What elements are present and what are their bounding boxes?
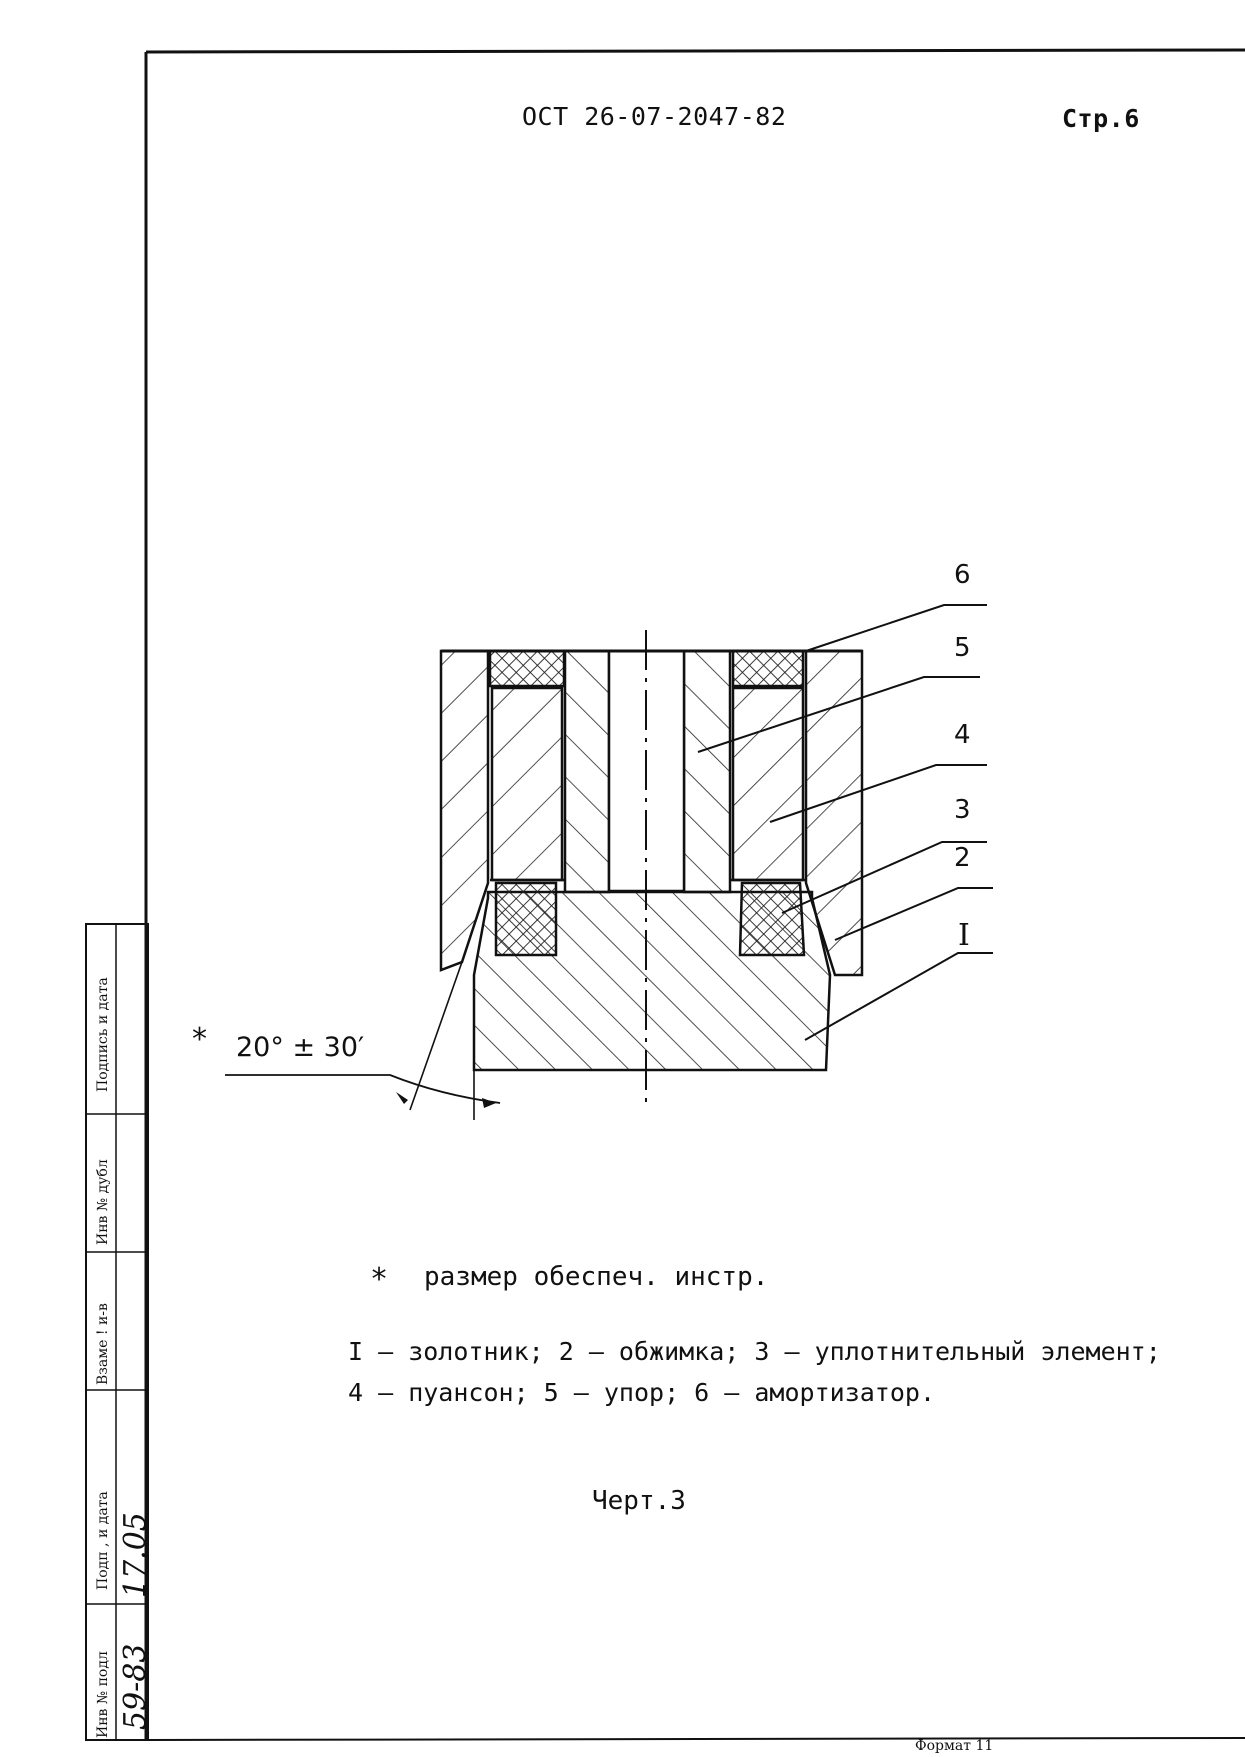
legend-line-2: 4 – пуансон; 5 – упор; 6 – амортизатор. [348, 1378, 935, 1407]
stop-left [563, 649, 611, 894]
format-label: Формат 11 [915, 1738, 994, 1754]
leader-2 [834, 887, 993, 941]
top-ring-right [731, 649, 805, 688]
asterisk-note: размер обеспеч. инстр. [424, 1262, 769, 1292]
seal-right [738, 881, 806, 957]
part-number-3: 3 [954, 795, 971, 825]
stamp-label-podp-data-2: Подпись и дата [95, 977, 111, 1092]
stamp-inv-value: 59-83 [118, 1643, 153, 1730]
stop-right [682, 649, 732, 894]
document-code: ОСТ 26-07-2047-82 [522, 102, 787, 131]
angle-arrow-right [482, 1098, 496, 1108]
leader-3 [781, 841, 987, 914]
angle-value: 20° ± 30′ [236, 1032, 365, 1063]
punch-left [490, 686, 564, 882]
figure-caption: Черт.3 [592, 1486, 686, 1516]
stamp-label-podp-data-1: Подп , и дата [95, 1491, 111, 1590]
page-number: Стр.6 [1062, 104, 1140, 133]
asterisk-symbol: * [370, 1262, 389, 1297]
part-number-1: I [958, 918, 970, 953]
stamp-date-value: 17.05 [118, 1512, 153, 1598]
legend-line-1: I – золотник; 2 – обжимка; 3 – уплотните… [348, 1337, 1161, 1366]
part-number-2: 2 [954, 843, 971, 873]
leader-6 [805, 604, 987, 652]
stamp-label-inv-podl: Инв № подл [95, 1651, 111, 1738]
angle-arrow-left [396, 1092, 408, 1104]
stamp-label-inv-dubl: Инв № дубл [95, 1159, 111, 1245]
part-number-6: 6 [954, 560, 971, 590]
angle-note-asterisk: * [192, 1022, 207, 1057]
seal-left [494, 881, 558, 957]
leader-1 [804, 952, 993, 1041]
leader-4 [769, 764, 987, 823]
part-number-4: 4 [954, 720, 971, 750]
leader-5 [697, 676, 980, 753]
stamp-label-vzam-inv: Взаме ! и-в [95, 1303, 111, 1385]
part-number-5: 5 [954, 633, 971, 663]
